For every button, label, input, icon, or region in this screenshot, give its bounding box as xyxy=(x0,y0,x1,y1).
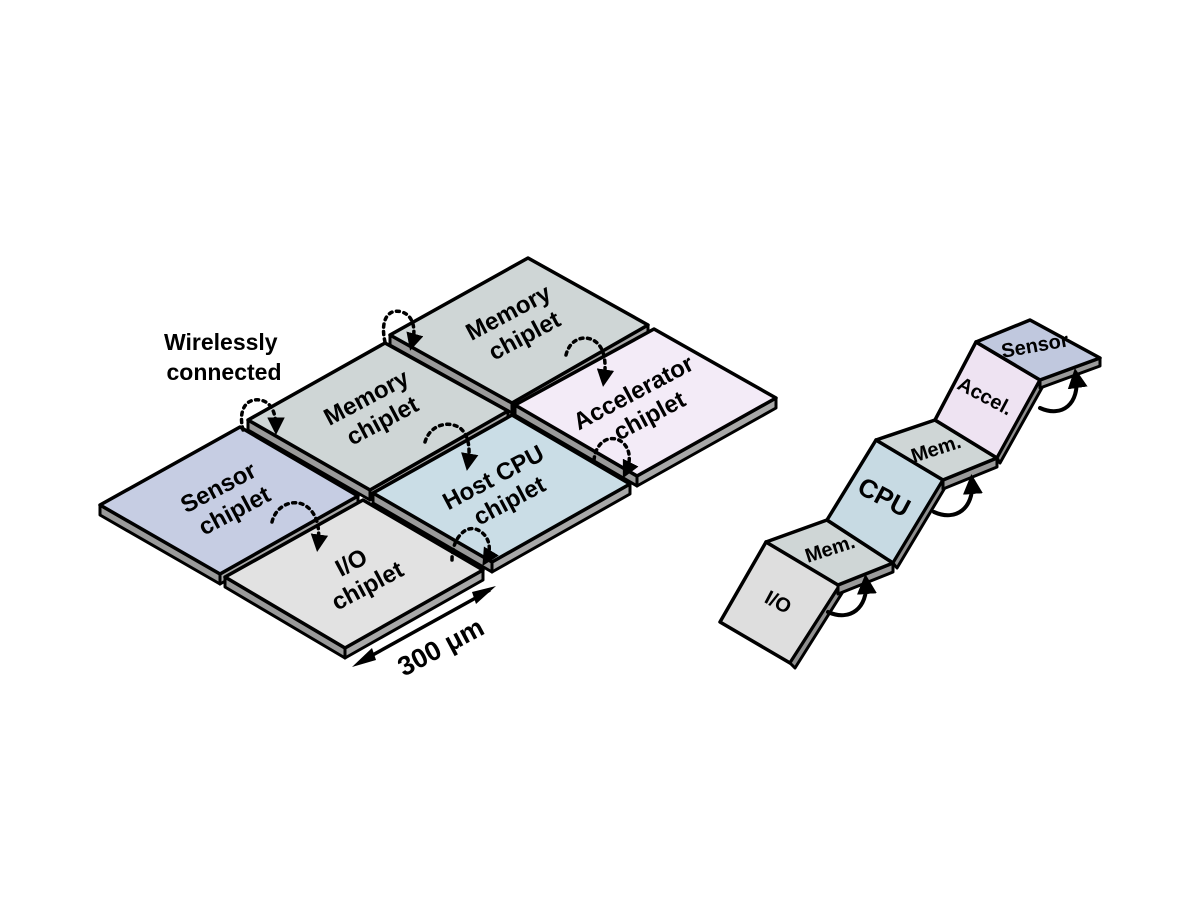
accelerator-chiplet: Accelerator chiplet xyxy=(513,327,778,488)
wireless-arrow-4 xyxy=(423,422,479,471)
scale-arrow-line xyxy=(359,588,491,664)
folded-accel: Accel. xyxy=(933,340,1045,465)
wireless-arrow-6 xyxy=(270,500,329,552)
memory-top-surface xyxy=(388,256,650,405)
folded-sensor-surface xyxy=(974,318,1102,382)
folded-chiplet-layout: I/O Mem. CPU Mem. Accel. xyxy=(718,318,1102,670)
scale-arrow-head-left xyxy=(352,648,376,667)
folded-cpu: CPU xyxy=(825,438,948,570)
wireless-arrow-1 xyxy=(381,309,424,351)
host-cpu-surface xyxy=(371,413,632,564)
wireless-arrow-7 xyxy=(450,526,499,567)
fold-arrow-3 xyxy=(1038,368,1088,414)
scale-arrow-head-right xyxy=(472,586,496,604)
folded-io: I/O xyxy=(718,540,846,670)
wireless-annotation: Wirelessly connected xyxy=(164,329,284,385)
wireless-arrow-2 xyxy=(564,336,615,387)
io-chiplet: I/O chiplet xyxy=(223,498,485,660)
fold-arrow-1 xyxy=(826,574,877,618)
sensor-chiplet: Sensor chiplet xyxy=(98,425,360,586)
wireless-arrow-5 xyxy=(592,436,639,479)
wireless-arrow-3 xyxy=(239,398,285,435)
sensor-surface xyxy=(98,425,360,576)
host-cpu-chiplet: Host CPU chiplet xyxy=(371,413,632,574)
memory-mid-surface xyxy=(246,341,510,492)
flat-chiplet-layout: Memory chiplet Accelerator chiplet Memor… xyxy=(98,256,778,682)
fold-arrow-2 xyxy=(932,474,983,518)
wireless-link-arrows xyxy=(239,309,639,567)
fold-link-arrows xyxy=(826,368,1088,618)
